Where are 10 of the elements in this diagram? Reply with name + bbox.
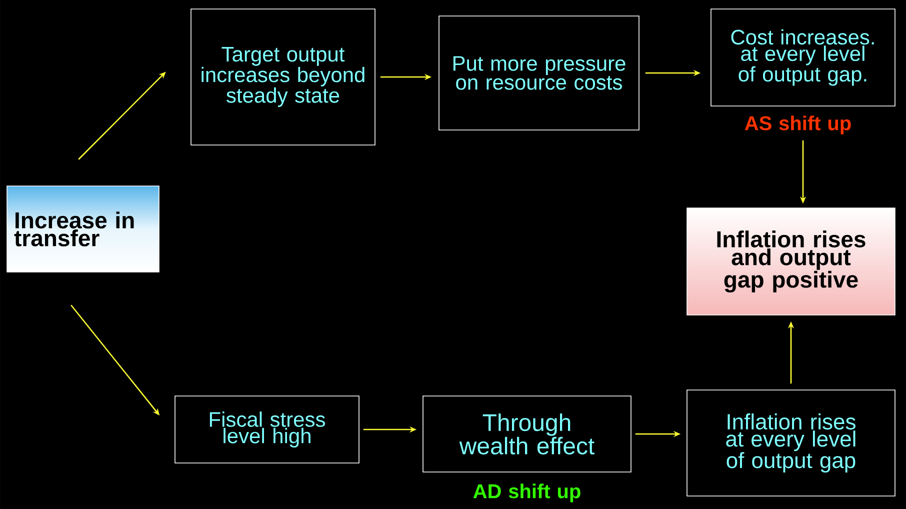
process-box: Increase in transfer [6, 186, 160, 272]
process-box: Inflation rises at every level of output gap [686, 390, 896, 496]
process-box: Cost increases. at every level of output gap. [710, 8, 896, 106]
process-box: Target output increases beyond steady state [190, 8, 376, 146]
process-box: Inflation rises and output gap positive [686, 208, 896, 316]
process-box: Through wealth effect [422, 396, 632, 472]
shift-label: AS shift up [744, 116, 851, 134]
shift-label: AD shift up [473, 484, 580, 502]
process-box: Fiscal stress level high [174, 396, 360, 464]
process-box: Put more pressure on resource costs [438, 16, 640, 130]
